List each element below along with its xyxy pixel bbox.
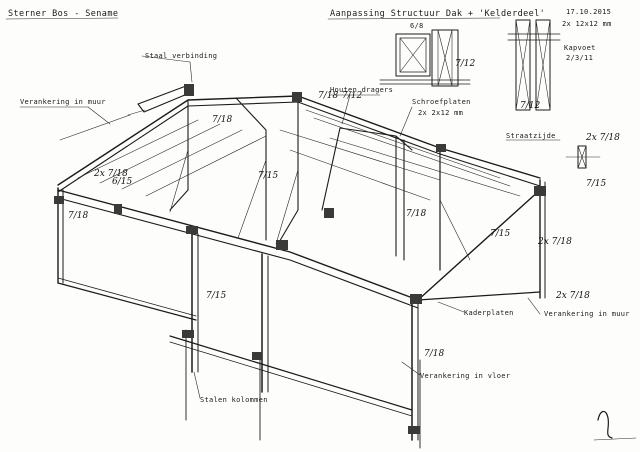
label-houten-dragers: Houten dragers [330, 86, 393, 94]
dim-label: 7/18 [318, 91, 338, 101]
frame-structure [54, 84, 546, 449]
dim-label: 7/15 [258, 171, 278, 181]
label-straatzijde: Straatzijde [506, 132, 556, 140]
dim-label: 6/8 [410, 22, 424, 30]
dim-label: 7/15 [490, 229, 510, 239]
dim-label: 7/12 [520, 101, 540, 111]
signature-mark [593, 410, 637, 441]
label-kapvoet: Kapvoet [564, 44, 596, 52]
straatzijde-detail [565, 145, 601, 169]
project-name: Sterner Bos - Sename [8, 9, 118, 19]
label-stalen-kolommen: Stalen kolommen [200, 396, 268, 404]
kapvoet-dimension: 2/3/11 [566, 54, 593, 62]
dim-label: 6/15 [112, 177, 132, 187]
dim-label: 7/18 [406, 209, 426, 219]
dim-label: 2x 7/18 [585, 133, 620, 143]
dim-label: 7/15 [206, 291, 226, 301]
dim-label: 7/18 [212, 115, 232, 125]
label-verankering-muur-left: Verankering in muur [20, 98, 106, 106]
dim-label: 2x 7/18 [537, 237, 572, 247]
dim-label: 7/18 [68, 211, 88, 221]
label-kaderplaten: Kaderplaten [464, 309, 514, 317]
sheet-title: Aanpassing Structuur Dak + 'Kelderdeel' [330, 9, 545, 19]
dim-label: 2x 7/18 [555, 291, 590, 301]
label-staal-verbinding: Staal verbinding [145, 52, 217, 60]
section-detail-left [379, 29, 471, 87]
dim-label: 7/18 [424, 349, 444, 359]
label-schroefplaten: Schroefplaten [412, 98, 471, 106]
label-verankering-vloer: Verankering in vloer [420, 372, 510, 380]
schroefplaten-dimension: 2x 2x12 mm [418, 109, 463, 117]
dim-label: 7/15 [586, 179, 606, 189]
strip-dimension: 2x 12x12 mm [562, 20, 612, 28]
section-detail-right [507, 19, 561, 111]
dim-label: 7/12 [342, 91, 362, 101]
dim-label: 2x 7/18 [93, 169, 128, 179]
dim-label: 7/12 [455, 59, 475, 69]
sheet-date: 17.10.2015 [566, 8, 611, 16]
label-verankering-muur-right: Verankering in muur [544, 310, 630, 318]
